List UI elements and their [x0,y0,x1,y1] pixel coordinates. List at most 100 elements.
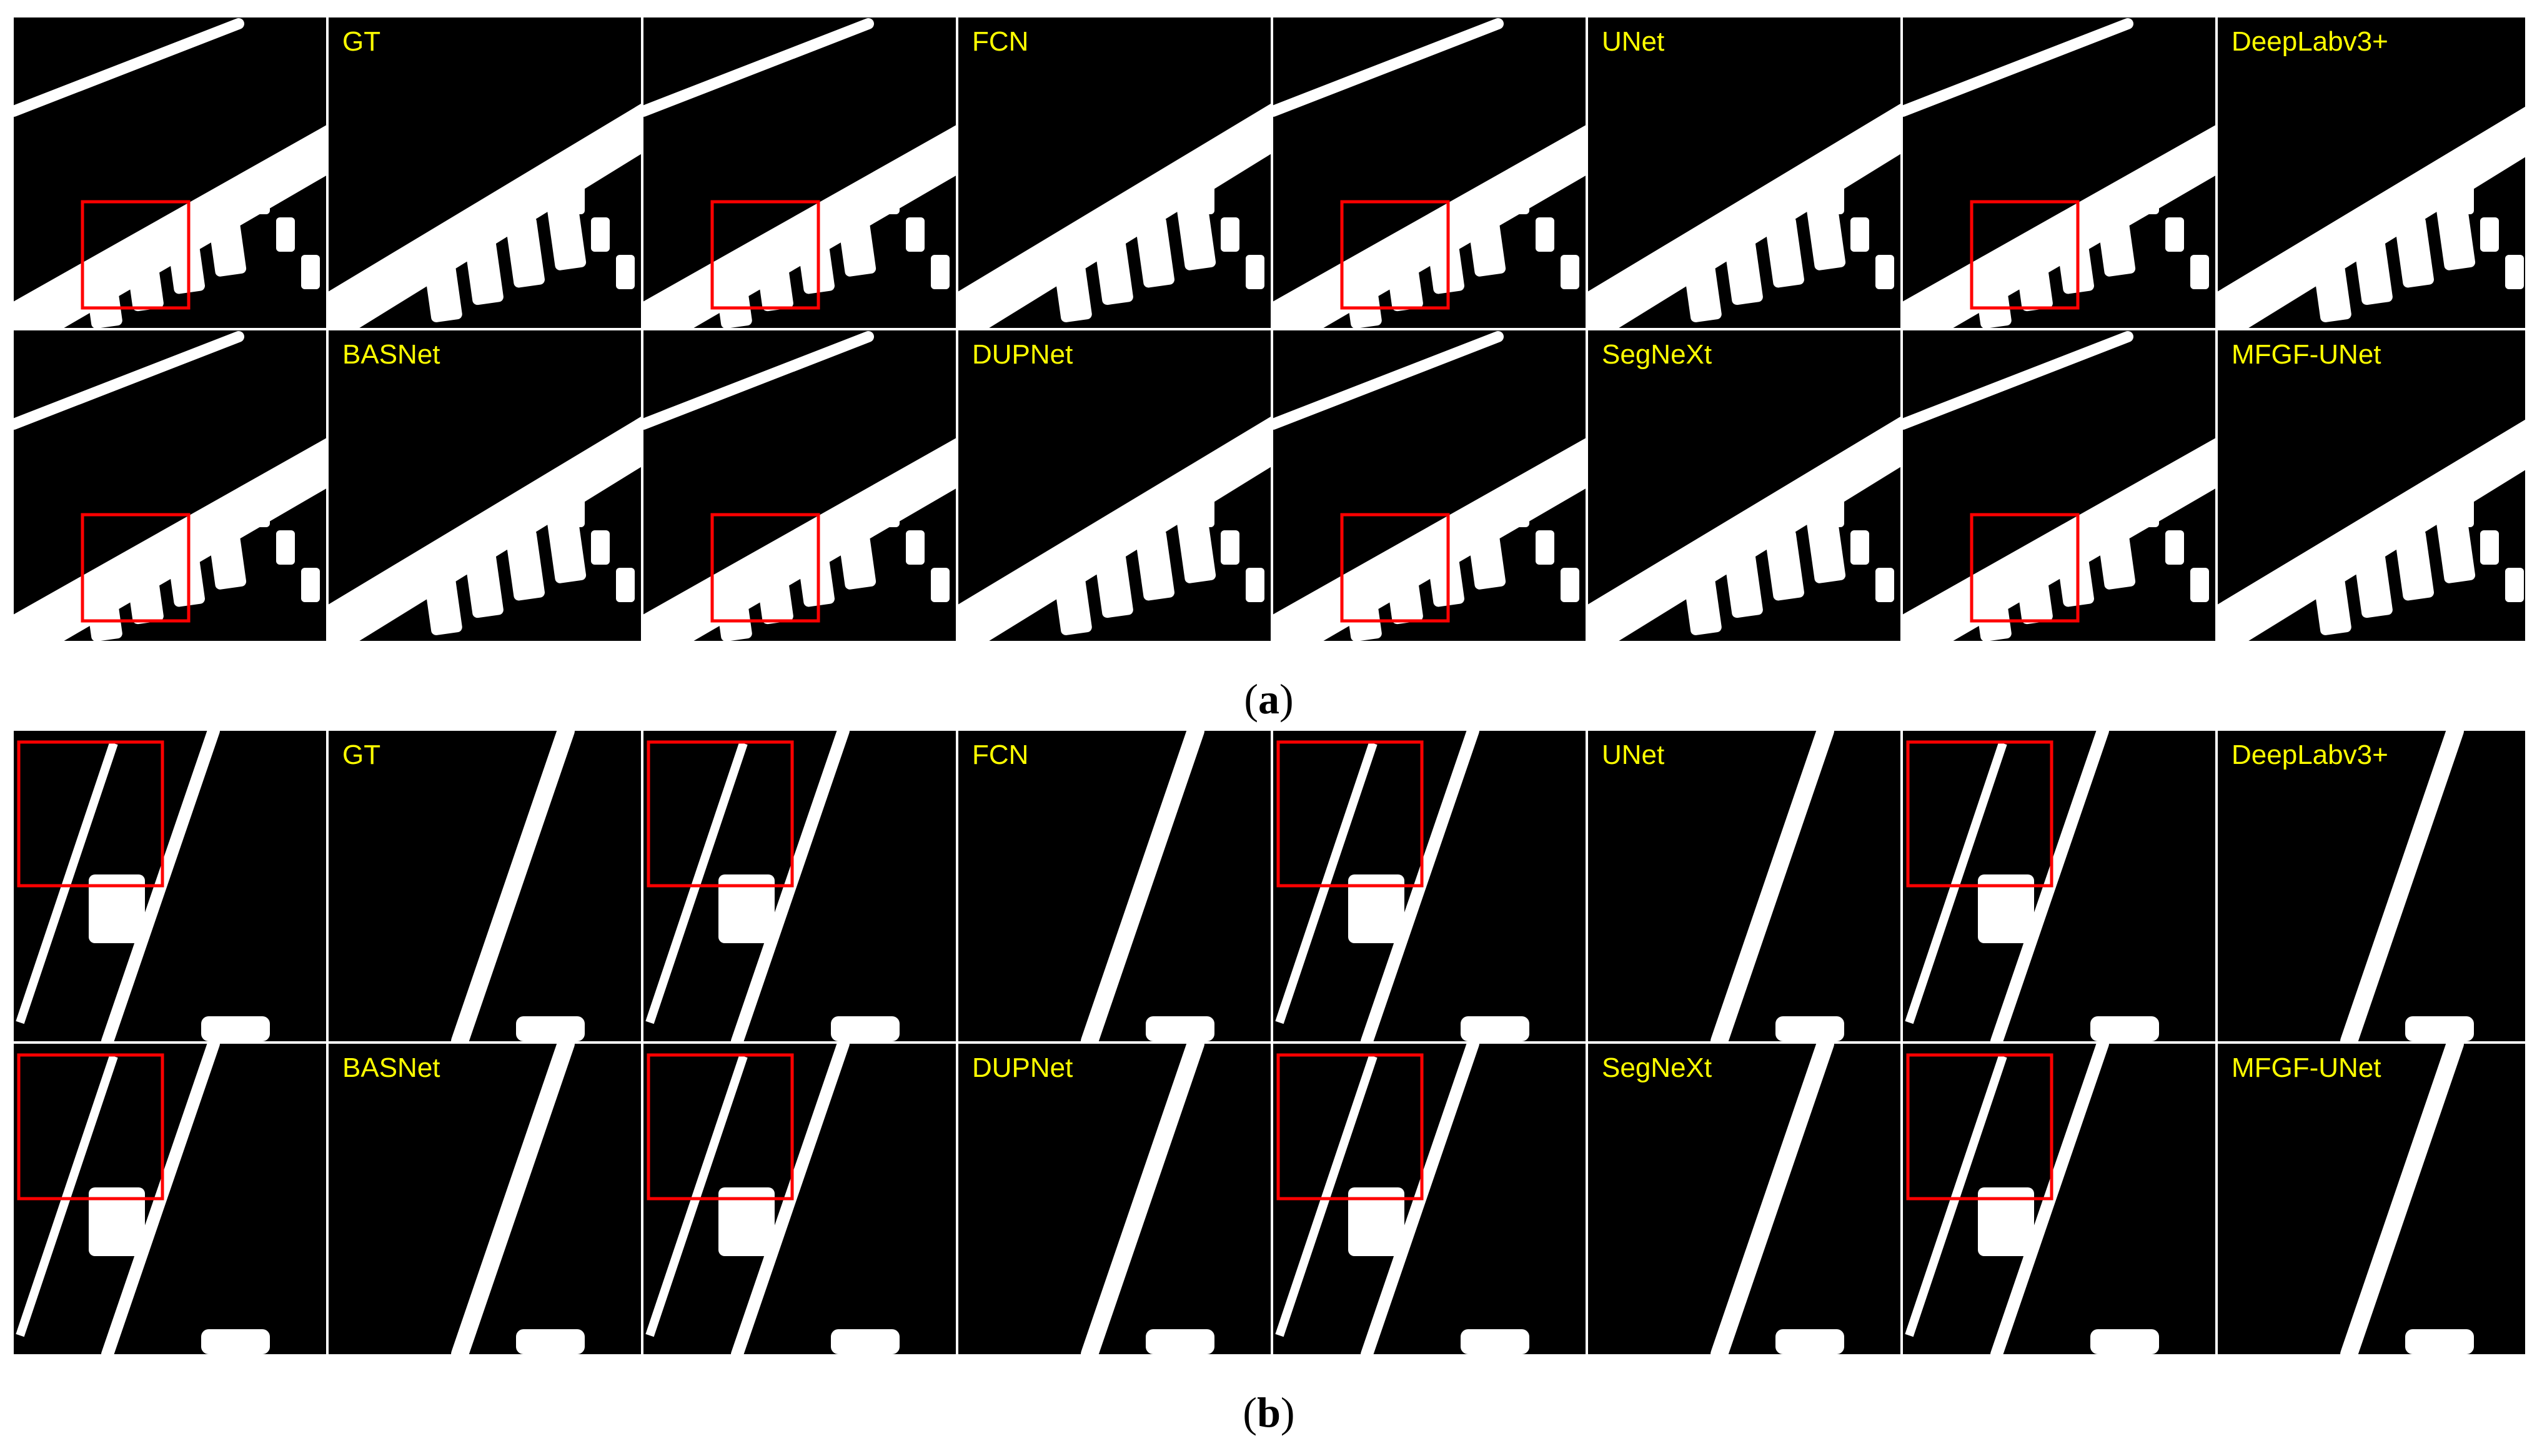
mask-building [1348,1187,1404,1256]
mask-building-bottom [1146,1329,1214,1354]
mask-band [2218,419,2525,641]
segmentation-map [1273,1044,1586,1354]
mask-road-left [1905,741,2007,1024]
mask-building [906,530,925,565]
mask-road [451,1044,575,1354]
mask-road-left [1905,1054,2007,1337]
method-label: MFGF-UNet [2232,1052,2381,1083]
zoom-box [17,740,164,888]
mask-building [1135,529,1174,601]
mask-building [1196,493,1214,527]
mask-building [566,180,585,214]
mask-building [301,255,320,289]
method-label: UNet [1602,740,1665,770]
segmentation-map [643,731,956,1041]
mask-building [124,240,164,312]
mask-building [251,493,270,527]
mask-building [166,535,205,607]
segmentation-map [1588,330,1900,641]
segmentation-map [1588,1044,1900,1354]
segmentation-map [958,1044,1271,1354]
mask-building [1825,180,1844,214]
mask-road-left [645,741,748,1024]
mask-building [1246,568,1264,602]
mask-road-left [1275,741,1378,1024]
zoom-box [1276,1053,1424,1201]
mask-building [1425,222,1464,294]
segmentation-map [2218,731,2525,1041]
segmentation-map [1588,17,1900,328]
mask-building [1875,255,1894,289]
mask-line [1903,331,2133,430]
mask-line [1273,18,1504,117]
mask-building [1724,547,1763,618]
method-label: DUPNet [972,1052,1073,1083]
mask-building [1825,493,1844,527]
mask-building [2165,530,2184,565]
mask-building [713,257,752,328]
mask-building [2055,535,2094,607]
mask-building [207,205,247,277]
mask-building [124,553,164,625]
segmentation-map [643,1044,956,1354]
mask-building [301,568,320,602]
mask-building [1682,251,1722,322]
mask-building-bottom [201,1016,270,1041]
mask-road [1081,731,1204,1041]
mask-building [1384,240,1423,312]
mask-building [591,530,610,565]
mask-building [1765,529,1804,601]
mask-building-bottom [2405,1016,2474,1041]
mask-building-bottom [1775,1329,1844,1354]
mask-building-bottom [1146,1016,1214,1041]
segmentation-map [14,330,326,641]
mask-building [276,530,295,565]
mask-building [1053,564,1092,635]
zoom-box [1276,740,1424,888]
mask-building [881,180,900,214]
mask-building [207,518,247,590]
mask-building [423,251,462,322]
method-label: UNet [1602,26,1665,57]
mask-building [1221,217,1239,252]
mask-building-bottom [2090,1329,2159,1354]
mask-building [2165,217,2184,252]
method-label: DUPNet [972,339,1073,370]
zoom-box [17,1053,164,1201]
mask-building-bottom [516,1329,585,1354]
mask-building-bottom [2090,1016,2159,1041]
segmentation-map [1903,731,2215,1041]
mask-building [2055,222,2094,294]
mask-building [906,217,925,252]
segmentation-map [14,17,326,328]
mask-building [718,874,775,943]
mask-building [2480,217,2499,252]
mask-building [1978,874,2034,943]
method-label: GT [342,26,381,57]
method-label: DeepLabv3+ [2232,26,2388,57]
mask-building [2312,251,2351,322]
mask-building [1850,530,1869,565]
mask-building [2395,216,2434,288]
mask-line [14,18,244,117]
mask-building [566,493,585,527]
mask-building [1176,512,1216,583]
segmentation-map [1903,17,2215,328]
mask-building [1561,255,1579,289]
segmentation-map [14,731,326,1041]
mask-building [1176,199,1216,270]
mask-band [958,104,1271,328]
zoom-box [81,513,191,623]
mask-building [1972,257,2012,328]
mask-building [1425,535,1464,607]
mask-building [591,217,610,252]
mask-building [2013,240,2053,312]
mask-building [2096,518,2136,590]
mask-building [1561,568,1579,602]
mask-building [2013,553,2053,625]
method-label: BASNet [342,1052,440,1083]
mask-building [2395,529,2434,601]
mask-building [931,255,950,289]
mask-building [1094,234,1133,305]
method-label: SegNeXt [1602,339,1712,370]
